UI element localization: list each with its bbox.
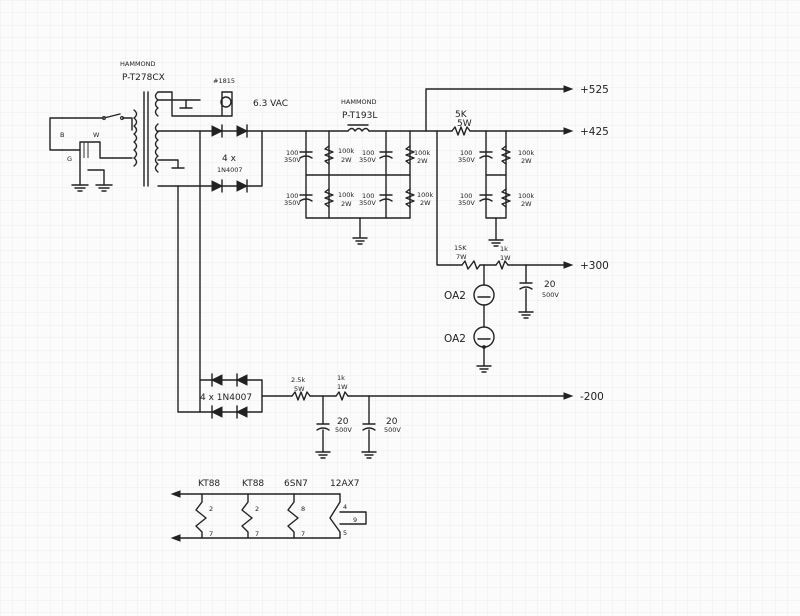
tube1-pin-bottom: 7 <box>209 530 213 538</box>
res3-power: 2W <box>417 157 428 165</box>
cap1-voltage: 350V <box>284 156 301 164</box>
switch-label-w: W <box>93 131 100 139</box>
reg-series-power: 1W <box>500 254 511 262</box>
tube1-pin-top: 2 <box>209 505 213 513</box>
tube4-pin-bottom: 5 <box>343 529 347 537</box>
bias-bridge-label: 4 x 1N4007 <box>200 393 252 403</box>
tube4-pin-top: 4 <box>343 503 347 511</box>
lamp-voltage: 6.3 VAC <box>253 99 288 109</box>
main-resistors <box>324 145 415 208</box>
bias-res1-value: 2.5k <box>291 376 305 384</box>
bias-supply <box>177 185 574 459</box>
output-300: +300 <box>580 260 609 272</box>
cap425-1-voltage: 350V <box>458 156 475 164</box>
output-425: +425 <box>580 126 609 138</box>
cap4-value: 100 <box>362 192 374 200</box>
tube3-pin-top: 8 <box>301 505 305 513</box>
output-minus-200: -200 <box>580 391 604 403</box>
bias-cap1-voltage: 500V <box>335 426 352 434</box>
tube2-name: KT88 <box>242 479 264 489</box>
cap425-1-value: 100 <box>460 149 472 157</box>
cap425-2-voltage: 350V <box>458 199 475 207</box>
output-525: +525 <box>580 84 609 96</box>
cap425-2-value: 100 <box>460 192 472 200</box>
tube2-pin-top: 2 <box>255 505 259 513</box>
power-transformer <box>133 91 233 187</box>
tube4-name: 12AX7 <box>330 479 360 489</box>
res1-value: 100k <box>338 147 354 155</box>
reg-cap-value: 20 <box>544 280 556 290</box>
heater-wiring <box>170 490 367 542</box>
choke-brand: HAMMOND <box>341 98 377 106</box>
oa2-upper-label: OA2 <box>444 290 466 302</box>
reg-feed-power: 7W <box>456 253 467 261</box>
reg-cap-voltage: 500V <box>542 291 559 299</box>
series-5k-power: 5W <box>457 119 472 129</box>
bias-res2-power: 1W <box>337 383 348 391</box>
res2-value: 100k <box>338 191 354 199</box>
res4-value: 100k <box>417 191 433 199</box>
res1-power: 2W <box>341 156 352 164</box>
reg-feed-value: 15K <box>454 244 467 252</box>
series-5k-value: 5K <box>455 110 468 120</box>
res2-power: 2W <box>341 200 352 208</box>
bias-cap2-voltage: 500V <box>384 426 401 434</box>
tube3-name: 6SN7 <box>284 479 308 489</box>
res425-2-value: 100k <box>518 192 534 200</box>
cap4-voltage: 350V <box>359 199 376 207</box>
bias-cap2-value: 20 <box>386 417 398 427</box>
res425-2-power: 2W <box>521 200 532 208</box>
mains-input <box>49 113 133 192</box>
bias-cap1-value: 20 <box>337 417 349 427</box>
bridge-qty: 4 x <box>222 154 237 164</box>
choke-model: P-T193L <box>342 111 377 121</box>
cap2-voltage: 350V <box>284 199 301 207</box>
tube3-pin-bottom: 7 <box>301 530 305 538</box>
switch-label-b: B <box>60 131 64 139</box>
reg-series-value: 1k <box>500 245 508 253</box>
regulator-300 <box>436 130 574 373</box>
cap1-value: 100 <box>286 149 298 157</box>
res425-1-power: 2W <box>521 157 532 165</box>
filter-425 <box>479 130 511 247</box>
oa2-lower-label: OA2 <box>444 333 466 345</box>
cap2-value: 100 <box>286 192 298 200</box>
res4-power: 2W <box>420 199 431 207</box>
bias-res1-power: 5W <box>294 385 305 393</box>
bias-res2-value: 1k <box>337 374 345 382</box>
cap3-value: 100 <box>362 149 374 157</box>
bridge-part: 1N4007 <box>217 166 243 174</box>
main-b-plus-rail <box>261 85 574 136</box>
transformer-brand: HAMMOND <box>120 60 156 68</box>
transformer-model: P-T278CX <box>122 73 165 83</box>
res425-1-value: 100k <box>518 149 534 157</box>
tube2-pin-bottom: 7 <box>255 530 259 538</box>
switch-label-g: G <box>67 155 72 163</box>
tube1-name: KT88 <box>198 479 220 489</box>
main-caps <box>299 151 393 202</box>
tube4-pin-mid: 9 <box>353 516 357 524</box>
cap3-voltage: 350V <box>359 156 376 164</box>
res3-value: 100k <box>414 149 430 157</box>
main-bridge-rectifier <box>199 124 263 193</box>
lamp-part: #1815 <box>213 77 235 85</box>
